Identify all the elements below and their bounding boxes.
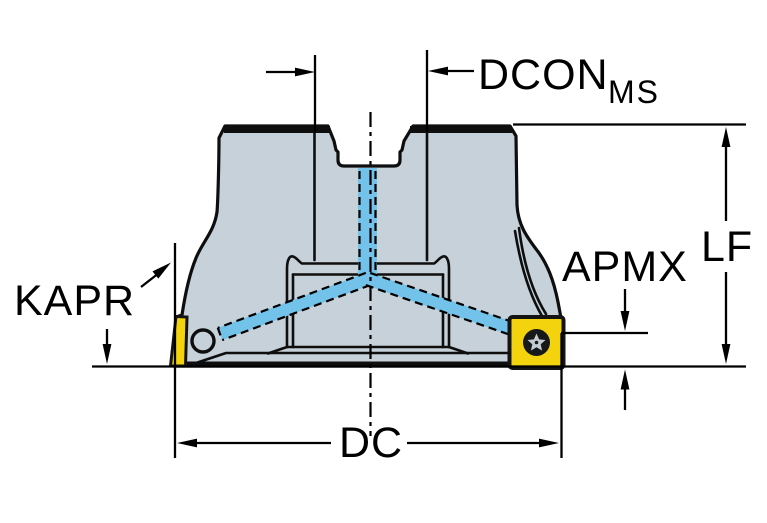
kapr-down-arrow-head bbox=[102, 344, 112, 364]
dim-kapr: KAPR bbox=[14, 262, 171, 364]
apmx-arrow-bottom-head bbox=[620, 369, 630, 390]
coolant-channel-right bbox=[365, 272, 519, 337]
coolant-channel-left bbox=[217, 272, 371, 341]
dc-arrow-right-head bbox=[539, 438, 559, 448]
kapr-angle-arrow-tail bbox=[140, 273, 158, 288]
coolant-channels bbox=[216, 168, 519, 342]
mounting-hole bbox=[190, 328, 216, 354]
inserts bbox=[168, 314, 566, 370]
kapr-angle-arrow-head bbox=[152, 262, 171, 279]
label-dcon-subscript: MS bbox=[608, 74, 660, 110]
dim-lf: LF bbox=[92, 123, 753, 368]
torx-screw-icon bbox=[523, 329, 550, 356]
label-apmx: APMX bbox=[562, 243, 688, 291]
dcon-arrow-left-head bbox=[295, 67, 315, 77]
insert-left bbox=[168, 314, 189, 368]
screw-center-dot bbox=[534, 340, 539, 345]
lf-arrow-up-head bbox=[721, 127, 731, 147]
coolant-left-border-bottom bbox=[221, 284, 371, 342]
dcon-arrow-right-head bbox=[428, 66, 448, 76]
dc-arrow-left-head bbox=[177, 438, 197, 448]
pocket-arc-outer bbox=[513, 229, 544, 318]
lf-arrow-down-head bbox=[721, 344, 731, 364]
pocket-arc-inner bbox=[517, 226, 548, 316]
label-dc: DC bbox=[339, 419, 403, 467]
coolant-left-border-top bbox=[217, 271, 367, 329]
dim-dc: DC bbox=[173, 243, 563, 467]
label-kapr: KAPR bbox=[14, 277, 135, 325]
label-lf: LF bbox=[701, 223, 753, 271]
coolant-right-border-top bbox=[369, 271, 519, 325]
coolant-right-border-bottom bbox=[365, 284, 515, 338]
dim-apmx: APMX bbox=[561, 243, 688, 410]
apmx-arrow-top-head bbox=[620, 311, 630, 331]
dim-dcon: DCON MS bbox=[266, 50, 660, 132]
coolant-channel-vertical bbox=[358, 168, 377, 280]
label-dcon: DCON bbox=[478, 51, 609, 99]
coolant-left-end-cap bbox=[216, 327, 224, 341]
